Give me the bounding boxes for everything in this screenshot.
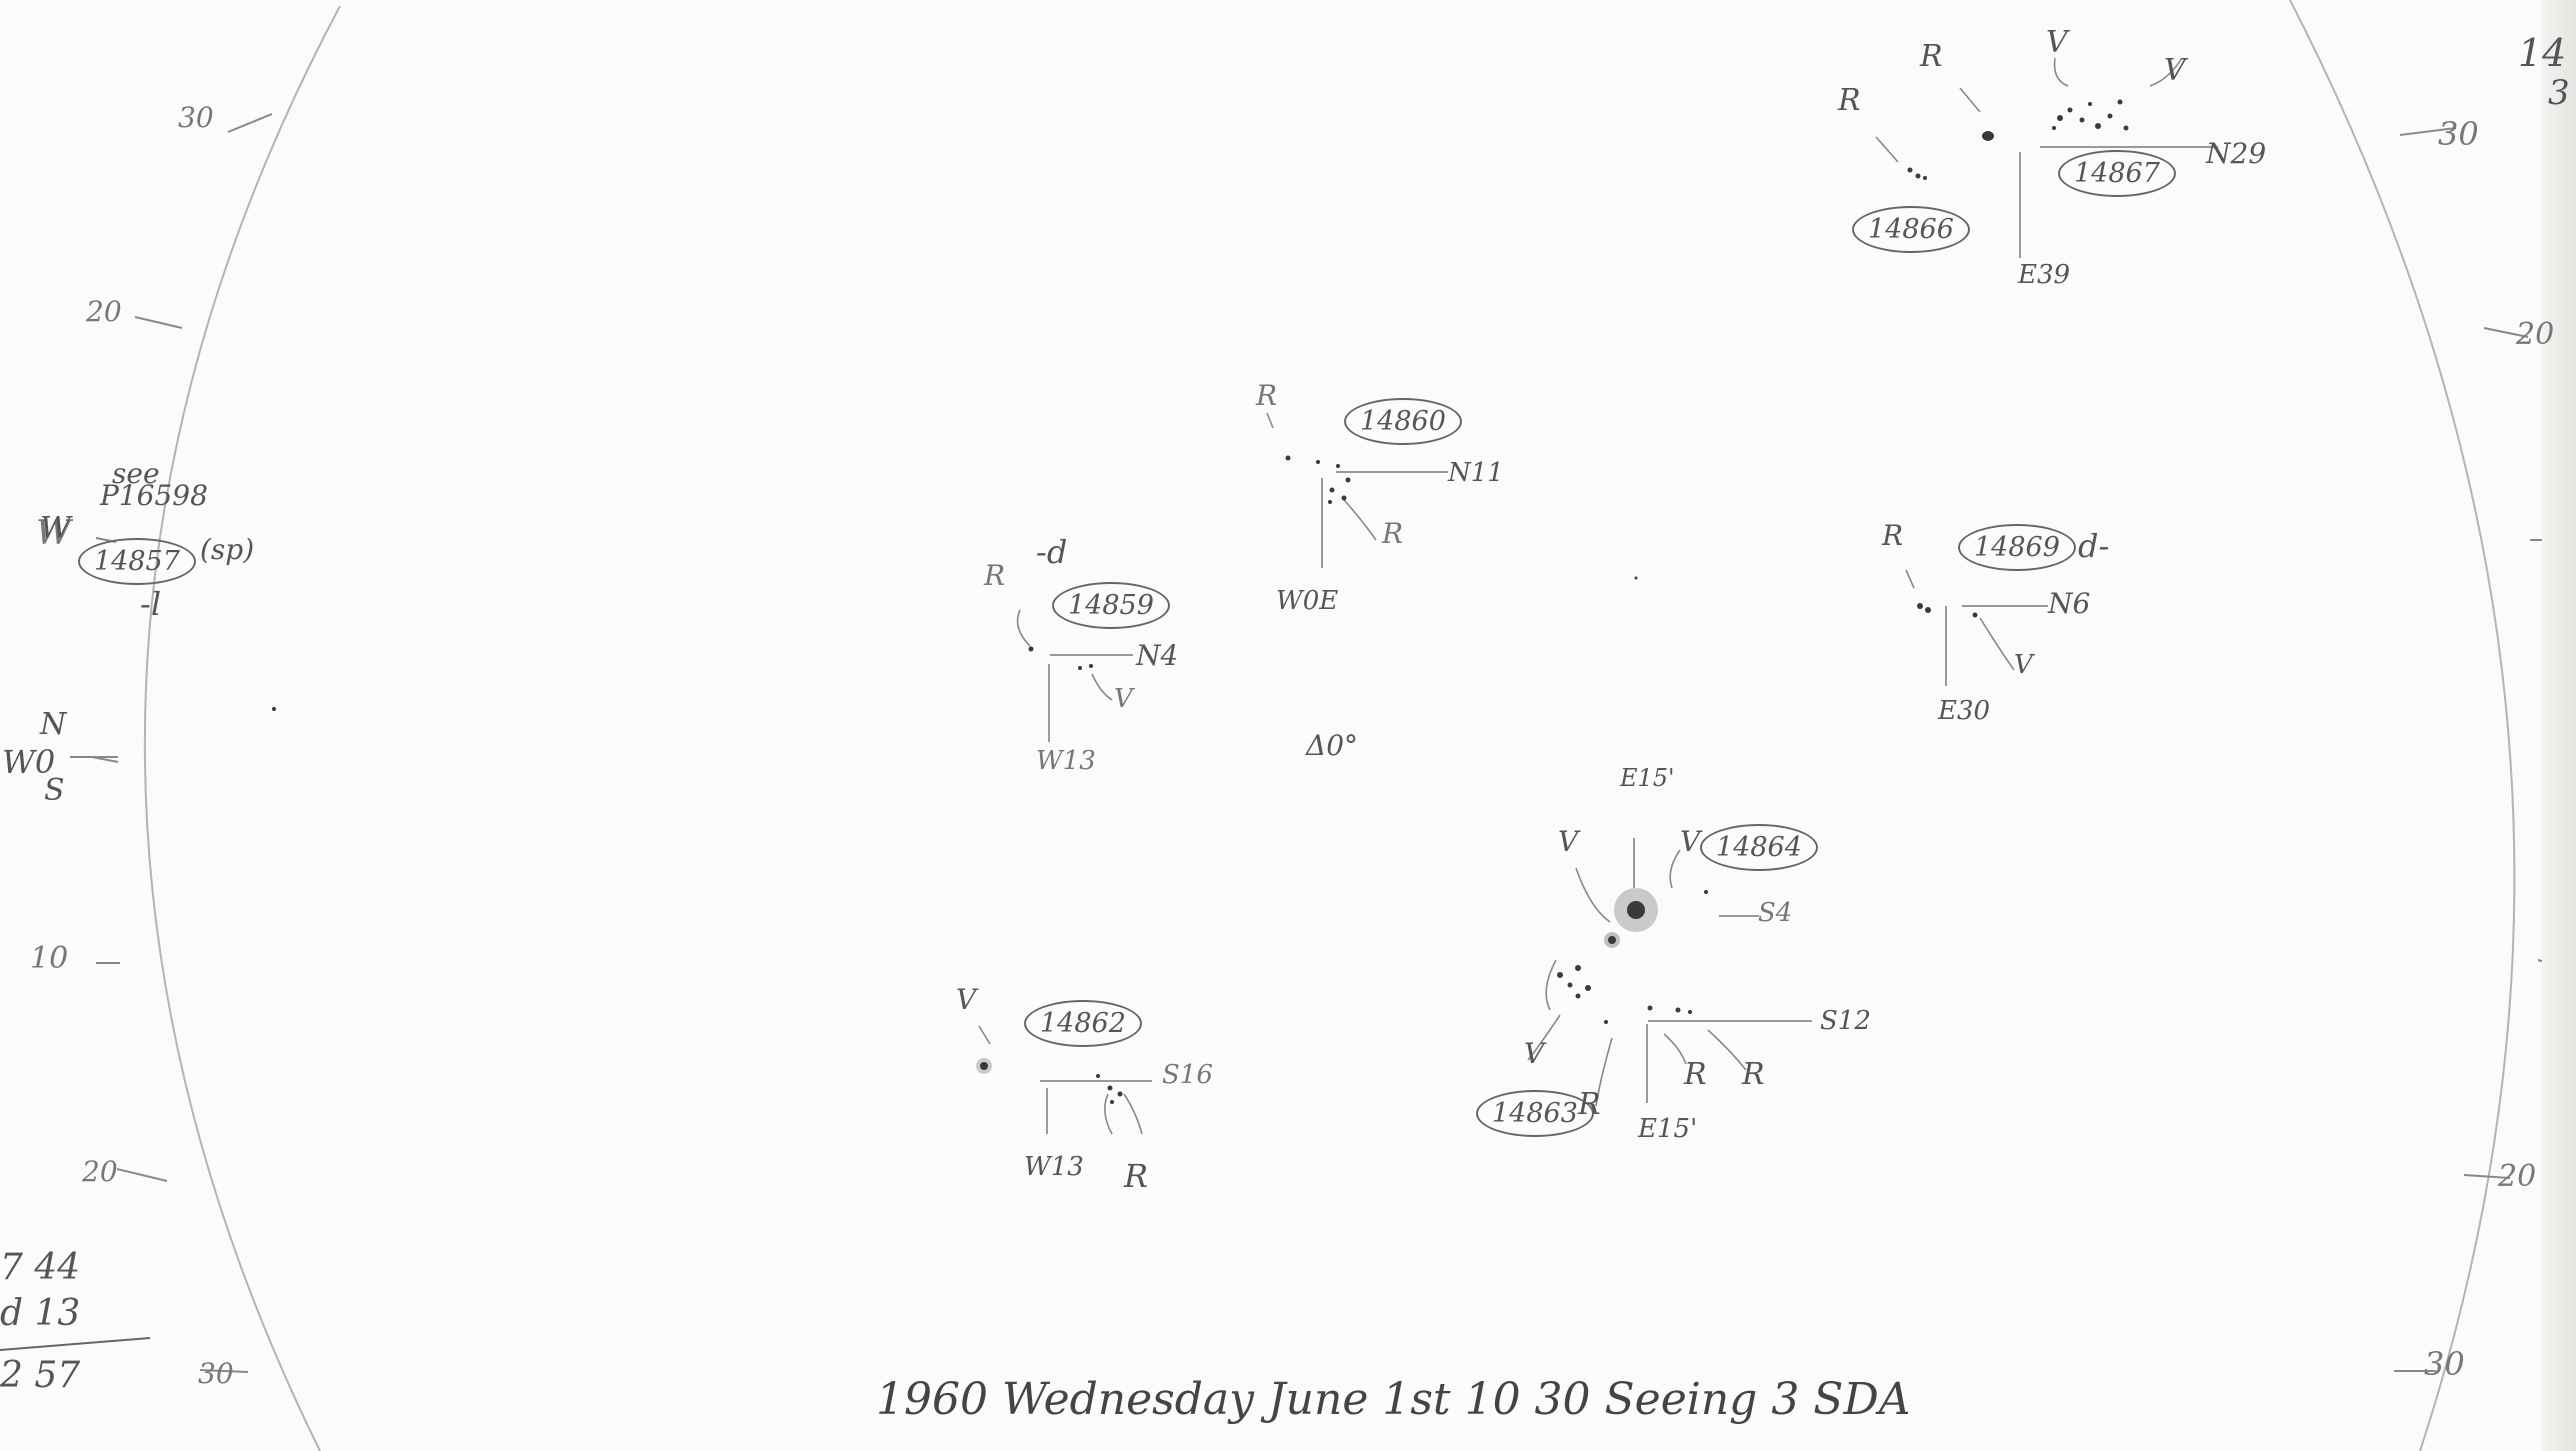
region-14860-coord-w: W0E (1276, 586, 1339, 616)
right-solar-limb (2289, 0, 2516, 1451)
region-14863-label-v: V (1524, 1037, 1545, 1070)
region-14864-coord-s: S4 (1758, 898, 1793, 928)
w0-tick (70, 756, 118, 758)
left-tick-20-top: 20 (86, 295, 122, 328)
right-tick-20-bottom: 20 (2498, 1159, 2537, 1194)
region-14860-coord-n: N11 (1448, 458, 1504, 488)
region-14863-label-r1: R (1578, 1087, 1601, 1122)
left-tick-30-bottom: 30 (198, 1357, 234, 1390)
region-14862-coord-w: W13 (1024, 1152, 1084, 1182)
region-14862-coord-s: S16 (1162, 1060, 1213, 1090)
region-14869-label-r: R (1882, 519, 1904, 552)
right-tick-30-bottom: 30 (2424, 1345, 2465, 1383)
region-14864-number: 14864 (1700, 824, 1818, 871)
region-14869-coord-e: E30 (1938, 696, 1991, 726)
region-14863-coord-s: S12 (1820, 1006, 1871, 1036)
w0-label: W0 (2, 743, 56, 781)
region-14857-number: 14857 (78, 538, 196, 585)
left-solar-limb (143, 5, 341, 1451)
region-14866-label-r: R (1838, 83, 1861, 118)
region-14864-label-v1: V (1558, 825, 1579, 858)
region-14859-number: 14859 (1052, 582, 1170, 629)
region-14867-label-r: R (1920, 39, 1943, 74)
right-tick-30-top: 30 (2438, 115, 2479, 153)
region-14867-coord-n: N29 (2206, 137, 2267, 170)
region-14860-number: 14860 (1344, 398, 1462, 445)
leader-lines (978, 57, 2183, 1135)
region-14859-label-r: R (984, 559, 1006, 592)
region-14867-label-v2: V (2164, 53, 2186, 88)
region-14859-coord-n: N4 (1136, 639, 1179, 672)
region-14862-label-r: R (1124, 1157, 1149, 1195)
paper-edge (2542, 0, 2576, 1451)
region-14860-label-r2: R (1382, 517, 1404, 550)
region-14867-coord-e: E39 (2018, 260, 2071, 290)
region-14857-prefix: W (40, 511, 71, 546)
region-14866-number: 14866 (1852, 206, 1970, 253)
region-14864-coord-e-top: E15' (1620, 764, 1675, 792)
group-crosshairs (1040, 146, 2218, 1134)
sunspots (272, 99, 2129, 1104)
region-14857-class: -l (140, 585, 162, 623)
bottom-left-note-3: 2 57 (0, 1355, 81, 1396)
region-14869-coord-n: N6 (2048, 587, 2091, 620)
corner-number-bottom: 3 (2548, 73, 2570, 113)
region-14863-label-r2: R (1684, 1057, 1707, 1092)
sum-underline (0, 1337, 151, 1351)
left-tick-10: 10 (30, 941, 69, 976)
region-14867-number: 14867 (2058, 150, 2176, 197)
region-14863-number: 14863 (1476, 1090, 1594, 1137)
bottom-left-note-1: 7 44 (0, 1247, 81, 1288)
region-14859-label-v: V (1114, 684, 1133, 714)
right-tick-20-top: 20 (2516, 317, 2555, 352)
left-tick-20-bottom: 20 (82, 1155, 118, 1188)
region-14869-label-v: V (2014, 650, 2033, 680)
region-14859-coord-w: W13 (1036, 746, 1096, 776)
region-14863-label-r3: R (1742, 1057, 1765, 1092)
left-tick-w: W (36, 513, 71, 553)
region-14867-label-v1: V (2046, 25, 2068, 60)
region-14869-class: d- (2078, 527, 2110, 565)
left-tick-30-top: 30 (178, 101, 214, 134)
region-14863-coord-e: E15' (1638, 1114, 1698, 1144)
corner-number-top: 14 (2518, 31, 2567, 75)
center-mark: Δ0° (1306, 729, 1359, 762)
region-14860-label-r1: R (1256, 379, 1278, 412)
region-14857-suffix: (sp) (200, 533, 255, 566)
region-14859-class: -d (1036, 533, 1068, 571)
region-14862-label-v: V (956, 983, 977, 1016)
note-ref: P16598 (100, 479, 208, 512)
bottom-left-note-2: d 13 (0, 1293, 81, 1334)
region-14862-number: 14862 (1024, 1000, 1142, 1047)
region-14864-label-v2: V (1680, 825, 1701, 858)
drawing-caption: 1960 Wednesday June 1st 10 30 Seeing 3 S… (876, 1374, 1911, 1425)
w0-n-label: N (40, 707, 67, 742)
note-see: see (112, 457, 160, 490)
region-14869-number: 14869 (1958, 524, 2076, 571)
w0-s-label: S (44, 773, 65, 808)
